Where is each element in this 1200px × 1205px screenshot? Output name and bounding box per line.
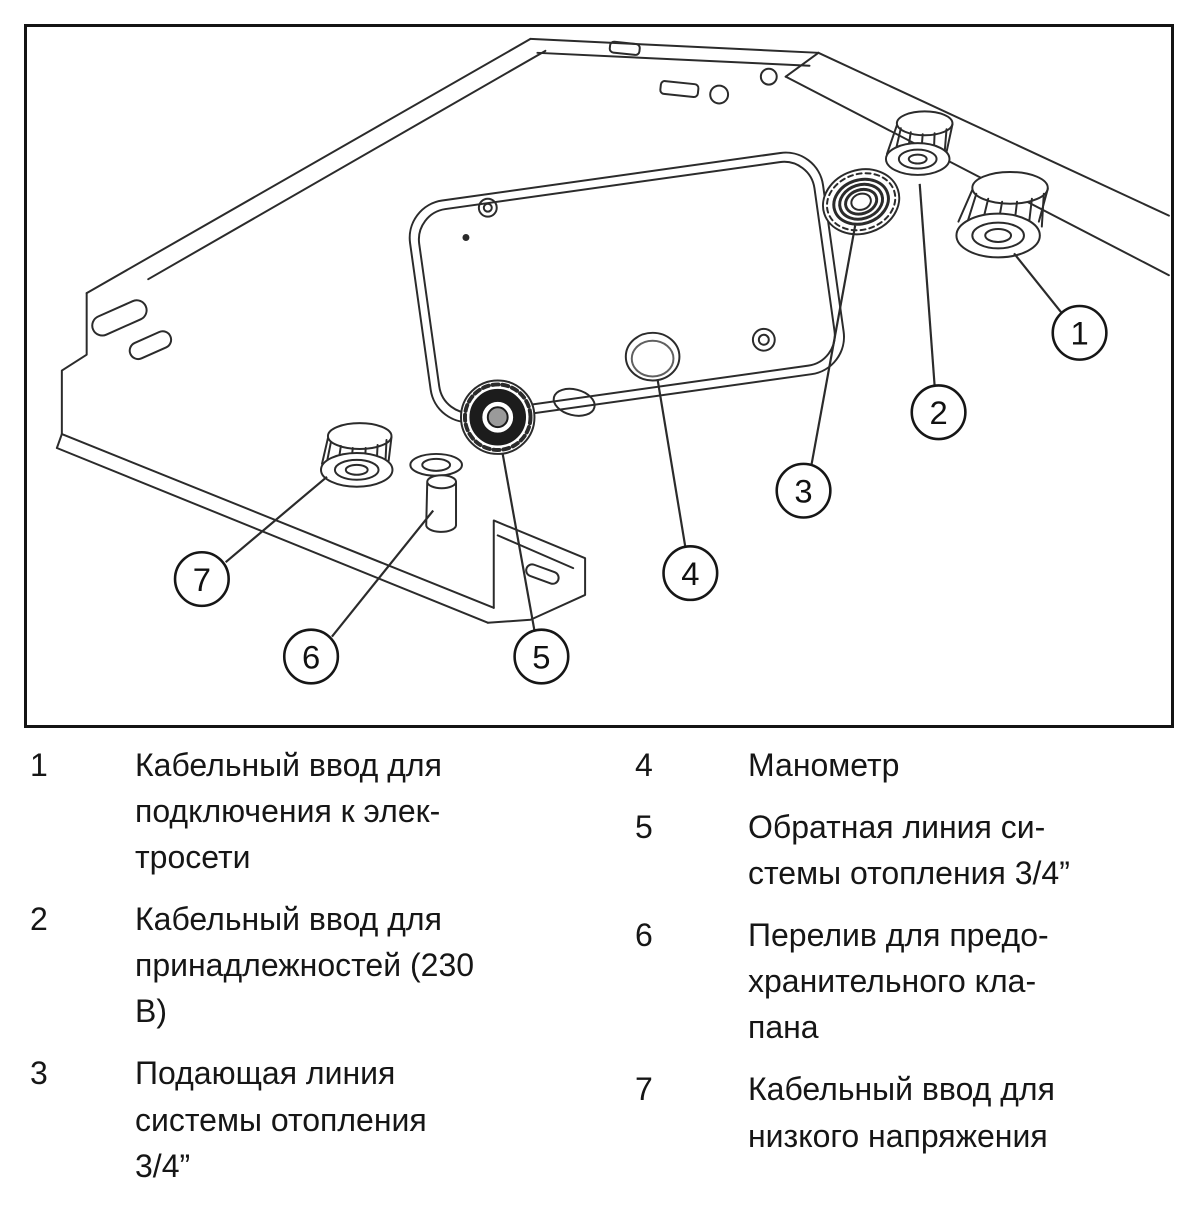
legend-item-1-text: Кабельный ввод для подключения к элек- т… (135, 747, 442, 876)
legend-item-4: 4 Манометр (635, 742, 1200, 788)
legend-item-3-number: 3 (30, 1055, 48, 1092)
callout-5-number: 5 (532, 638, 550, 675)
fitting-low-voltage-gland (319, 422, 394, 488)
legend-item-3: 3 Подающая линия системы отопления 3/4” (30, 1050, 635, 1188)
callout-7-number: 7 (193, 561, 211, 598)
callout-6-number: 6 (302, 638, 320, 675)
callout-3: 3 (775, 225, 857, 519)
legend-item-2: 2 Кабельный ввод для принадлежностей (23… (30, 896, 635, 1034)
technical-drawing: 1 2 3 4 5 6 7 (55, 37, 1170, 685)
legend-item-7-number: 7 (635, 1071, 653, 1108)
callout-2: 2 (910, 183, 967, 441)
fitting-return-line (459, 379, 536, 455)
diagram-frame: 1 2 3 4 5 6 7 (24, 24, 1174, 728)
legend-item-6-number: 6 (635, 917, 653, 954)
legend-item-5-number: 5 (635, 809, 653, 846)
legend-item-5: 5 Обратная линия си- стемы отопления 3/4… (635, 804, 1200, 896)
callout-1: 1 (1013, 252, 1108, 361)
legend-item-3-text: Подающая линия системы отопления 3/4” (135, 1055, 427, 1184)
fitting-power-gland (955, 170, 1049, 259)
manometer-hole (624, 331, 681, 382)
legend-item-4-number: 4 (635, 747, 653, 783)
legend-item-1-number: 1 (30, 747, 48, 783)
callout-4-number: 4 (681, 555, 699, 592)
fitting-accessory-gland (884, 110, 954, 176)
callout-6: 6 (282, 509, 435, 685)
legend-item-2-number: 2 (30, 901, 48, 938)
legend-item-2-text: Кабельный ввод для принадлежностей (230 … (135, 901, 475, 1030)
legend-item-1: 1 Кабельный ввод для подключения к элек-… (30, 742, 635, 880)
fitting-overflow-pipe (409, 452, 463, 533)
fitting-supply-line (822, 168, 901, 236)
legend-item-4-text: Манометр (748, 747, 900, 783)
callout-3-number: 3 (794, 472, 812, 509)
legend-column-left: 1 Кабельный ввод для подключения к элек-… (30, 742, 635, 1205)
oval-hole (552, 387, 596, 417)
legend-item-5-text: Обратная линия си- стемы отопления 3/4” (748, 809, 1070, 892)
legend-item-6: 6 Перелив для предо- хранительного кла- … (635, 912, 1200, 1050)
panel-right-flange (784, 51, 1170, 277)
panel-outline (55, 37, 820, 624)
callout-2-number: 2 (929, 394, 947, 431)
legend: 1 Кабельный ввод для подключения к элек-… (0, 742, 1200, 1205)
legend-column-right: 4 Манометр 5 Обратная линия си- стемы от… (635, 742, 1200, 1205)
panel-slots-and-holes (91, 40, 778, 585)
callout-1-number: 1 (1070, 315, 1088, 352)
access-cover (408, 151, 845, 424)
legend-item-7-text: Кабельный ввод для низкого напряжения (748, 1071, 1055, 1154)
legend-item-7: 7 Кабельный ввод для низкого напряжения (635, 1066, 1200, 1158)
callout-5: 5 (501, 453, 570, 685)
callout-7: 7 (173, 475, 328, 608)
callout-4: 4 (656, 379, 719, 602)
legend-item-6-text: Перелив для предо- хранительного кла- па… (748, 917, 1049, 1046)
